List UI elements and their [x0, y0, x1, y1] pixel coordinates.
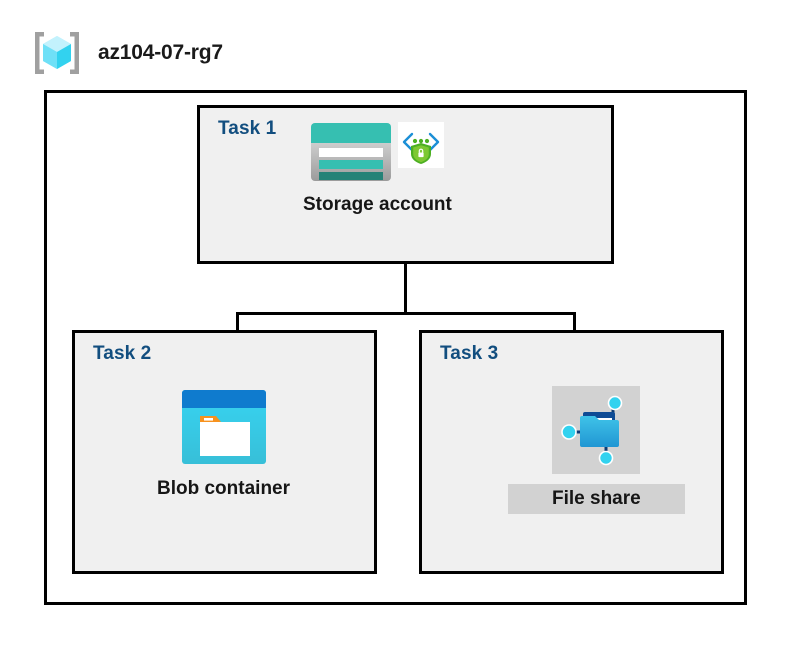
storage-account-icon-group: [310, 122, 445, 182]
task-1-label: Task 1: [218, 118, 277, 139]
connector-horizontal-bus: [236, 312, 576, 315]
task-3-label: Task 3: [440, 343, 499, 364]
secure-endpoint-shield-icon: [398, 122, 445, 168]
blob-container-icon: [180, 388, 268, 466]
file-share-caption: File share: [508, 484, 685, 514]
resource-group-name: az104-07-rg7: [98, 41, 223, 64]
task-2-label: Task 2: [93, 343, 152, 364]
node-storage-account[interactable]: Storage account: [297, 122, 458, 218]
blob-container-icon-group: [180, 388, 268, 466]
blob-container-caption: Blob container: [157, 478, 291, 499]
storage-account-caption: Storage account: [303, 194, 452, 215]
node-blob-container[interactable]: Blob container: [151, 388, 296, 502]
node-file-share[interactable]: File share: [508, 386, 685, 514]
file-share-icon-group: [552, 386, 641, 474]
file-share-icon: [558, 392, 634, 468]
storage-account-icon: [310, 122, 392, 182]
connector-storage-trunk: [404, 264, 407, 314]
resource-group-icon: [30, 28, 84, 78]
resource-group-header: az104-07-rg7: [30, 28, 223, 78]
